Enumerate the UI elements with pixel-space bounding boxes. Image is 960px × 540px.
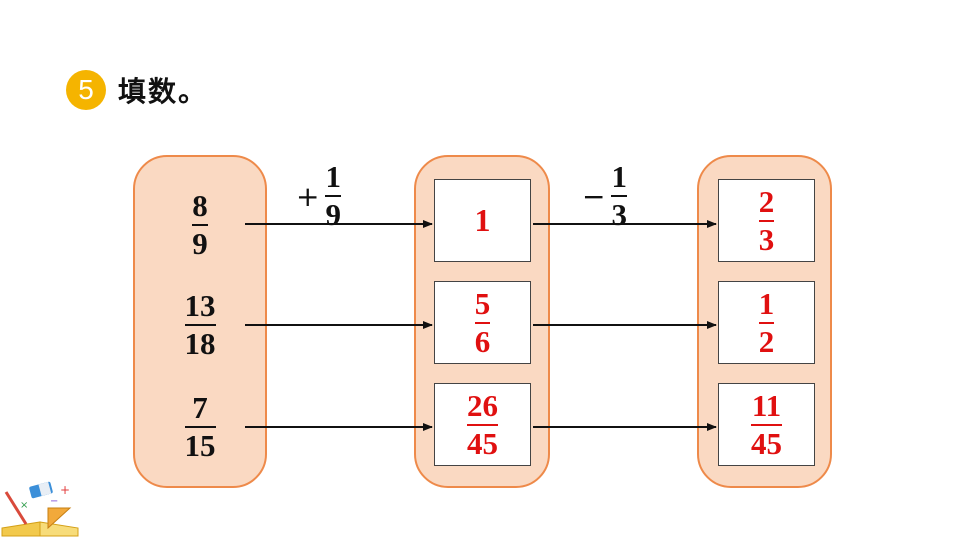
svg-text:−: −	[50, 496, 58, 507]
fraction-bar	[184, 324, 216, 326]
denominator: 18	[184, 326, 216, 361]
denominator: 3	[611, 197, 627, 232]
denominator: 9	[325, 197, 341, 232]
minus-sign: −	[582, 179, 606, 213]
end-answer-row2[interactable]: 1 2	[718, 281, 815, 364]
start-value-row3: 7 15	[165, 391, 235, 463]
denominator: 45	[751, 425, 782, 461]
numerator: 11	[751, 387, 782, 423]
exercise-title: 填数。	[118, 75, 209, 108]
start-values-panel	[133, 155, 267, 488]
numerator: 1	[758, 285, 775, 321]
operation-add-fraction: 1 9	[325, 160, 341, 232]
numerator: 26	[467, 387, 498, 423]
plus-sign: +	[296, 179, 320, 213]
fraction-bar	[758, 219, 775, 222]
svg-text:+: +	[60, 483, 70, 497]
numerator: 7	[192, 390, 208, 425]
denominator: 6	[474, 323, 491, 359]
fraction-bar	[467, 423, 498, 426]
numerator: 1	[325, 159, 341, 194]
middle-answer-row1[interactable]: 1	[434, 179, 531, 262]
fraction-bar	[474, 321, 491, 324]
fraction-bar	[184, 426, 216, 428]
numerator: 5	[474, 285, 491, 321]
middle-answer-row3[interactable]: 26 45	[434, 383, 531, 466]
end-answer-row1[interactable]: 2 3	[718, 179, 815, 262]
operation-subtract-fraction: 1 3	[611, 160, 627, 232]
svg-text:×: ×	[20, 500, 28, 511]
end-answer-row3[interactable]: 11 45	[718, 383, 815, 466]
numerator: 8	[192, 188, 208, 223]
fraction-bar	[611, 195, 627, 197]
denominator: 45	[467, 425, 498, 461]
answer-whole: 1	[474, 202, 491, 238]
denominator: 3	[758, 221, 775, 257]
start-value-row1: 8 9	[165, 189, 235, 261]
fraction-bar	[325, 195, 341, 197]
middle-answer-row2[interactable]: 5 6	[434, 281, 531, 364]
start-value-row2: 13 18	[165, 289, 235, 361]
denominator: 15	[184, 428, 216, 463]
denominator: 9	[192, 226, 208, 261]
denominator: 2	[758, 323, 775, 359]
fraction-bar	[758, 321, 775, 324]
numerator: 2	[758, 183, 775, 219]
numerator: 13	[184, 288, 216, 323]
fraction-bar	[751, 423, 782, 426]
operation-add: + 1 9	[296, 160, 341, 232]
stationery-decoration-icon: + × −	[1, 481, 79, 537]
exercise-number-badge: 5	[66, 70, 106, 110]
numerator: 1	[611, 159, 627, 194]
operation-subtract: − 1 3	[582, 160, 627, 232]
exercise-header: 5 填数。	[66, 70, 208, 110]
fraction-bar	[192, 224, 208, 226]
